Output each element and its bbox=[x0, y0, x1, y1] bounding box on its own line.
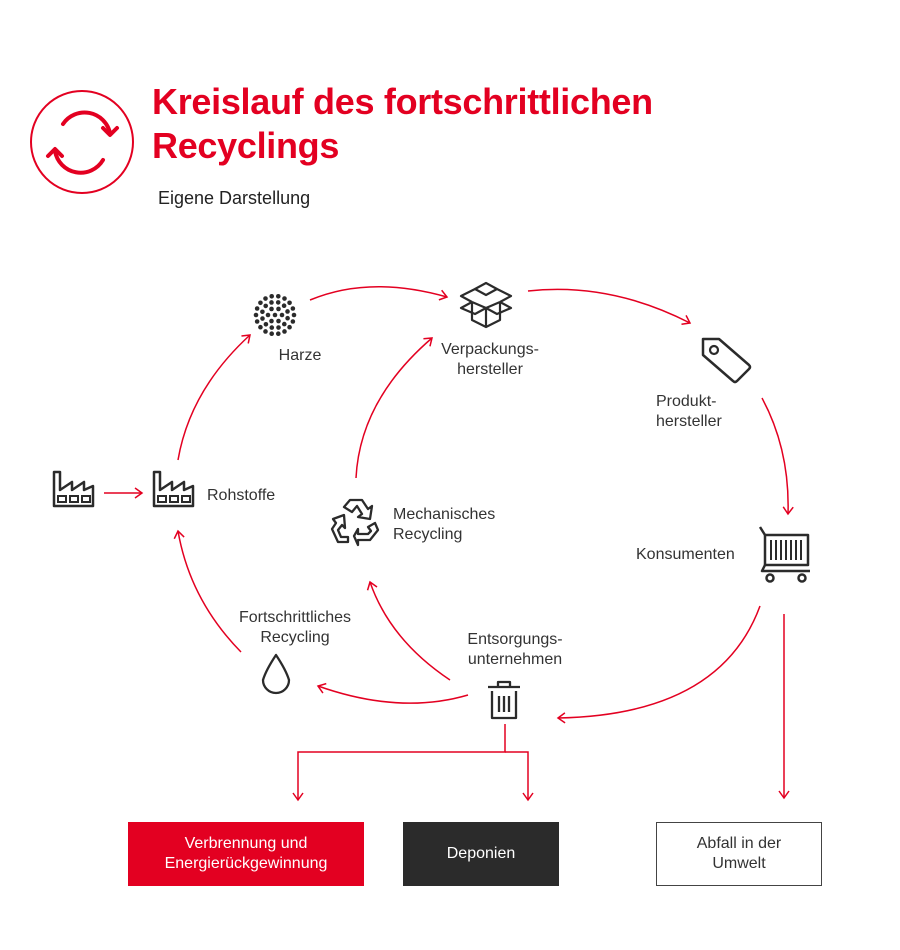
node-label-rohstoffe: Rohstoffe bbox=[207, 487, 276, 504]
arrow-entsorgung-to-fortschrittlich bbox=[316, 682, 469, 704]
resin-dot bbox=[258, 324, 263, 330]
arrow-konsumenten-to-entsorgung bbox=[556, 605, 761, 724]
arrow-entsorgung-to-outcomes bbox=[292, 724, 506, 802]
cycle-arrows-icon bbox=[30, 90, 134, 194]
resin-dot bbox=[291, 312, 297, 318]
resin-dot bbox=[260, 309, 265, 315]
title-line-2: Recyclings bbox=[152, 125, 340, 166]
arrow-produkt-to-konsumenten bbox=[761, 397, 794, 516]
factory-icon bbox=[152, 470, 195, 508]
page-title: Kreislauf des fortschrittlichen Recyclin… bbox=[152, 80, 653, 168]
resin-dot bbox=[282, 321, 287, 327]
open-box-icon bbox=[459, 281, 513, 329]
outcome-incineration: Verbrennung und Energierückgewinnung bbox=[128, 822, 364, 886]
resin-dot bbox=[263, 296, 268, 301]
resin-dot bbox=[272, 312, 278, 318]
factory-icon bbox=[52, 470, 95, 508]
resin-dot bbox=[263, 322, 269, 327]
outcome-environment-waste: Abfall in der Umwelt bbox=[656, 822, 822, 886]
resin-dot bbox=[275, 300, 281, 305]
resin-dot bbox=[279, 312, 285, 318]
resin-dot bbox=[281, 303, 287, 308]
resin-dot bbox=[254, 319, 260, 324]
arrow-fortschrittlich-to-rohstoffe bbox=[173, 529, 242, 653]
price-tag-icon bbox=[701, 337, 752, 384]
resin-dot bbox=[285, 315, 290, 321]
resin-dot bbox=[290, 306, 296, 311]
resin-dot bbox=[282, 329, 287, 334]
resin-dot bbox=[260, 316, 265, 321]
trash-bin-icon bbox=[488, 680, 520, 720]
resin-dots-icon bbox=[253, 293, 297, 337]
outcome-landfill: Deponien bbox=[403, 822, 559, 886]
resin-dot bbox=[276, 306, 281, 312]
resin-dot bbox=[282, 296, 287, 301]
resin-dot bbox=[287, 324, 292, 330]
resin-dot bbox=[263, 329, 268, 334]
node-label-entsorgung: Entsorgungs- unternehmen bbox=[467, 631, 563, 668]
subtitle: Eigene Darstellung bbox=[158, 188, 311, 208]
resin-dot bbox=[269, 293, 275, 299]
resin-dot bbox=[253, 312, 259, 318]
node-label-harze: Harze bbox=[278, 347, 322, 364]
resin-dot bbox=[269, 300, 274, 305]
droplet-icon bbox=[261, 653, 291, 695]
resin-dot bbox=[287, 300, 292, 306]
arrow-verpackung-to-produkt bbox=[527, 288, 692, 326]
resin-dot bbox=[275, 293, 281, 299]
resin-dot bbox=[276, 325, 281, 330]
resin-dot bbox=[269, 306, 274, 312]
node-label-konsumenten: Konsumenten bbox=[636, 546, 735, 563]
resin-dot bbox=[265, 312, 271, 318]
node-label-mechanisch: Mechanisches Recycling bbox=[393, 506, 496, 543]
resin-dot bbox=[275, 331, 281, 337]
arrow-entsorgung-to-deponien bbox=[505, 751, 534, 802]
node-label-produkt: Produkt- hersteller bbox=[656, 393, 722, 430]
resin-dot bbox=[269, 331, 275, 337]
node-label-fortschrittlich: Fortschrittliches Recycling bbox=[238, 609, 352, 646]
recycle-icon bbox=[330, 498, 380, 547]
resin-dot bbox=[269, 325, 275, 330]
resin-dot bbox=[285, 309, 290, 314]
resin-dot bbox=[258, 300, 263, 306]
arrow-harze-to-verpackung bbox=[309, 286, 449, 301]
arrow-mechanisch-to-verpackung bbox=[355, 337, 433, 479]
resin-dot bbox=[254, 306, 260, 311]
title-line-1: Kreislauf des fortschrittlichen bbox=[152, 81, 653, 122]
resin-dot bbox=[269, 318, 274, 324]
resin-dot bbox=[263, 303, 268, 309]
node-label-verpackung: Verpackungs- hersteller bbox=[441, 341, 539, 378]
resin-dot bbox=[276, 318, 281, 324]
shopping-cart-icon bbox=[758, 526, 810, 583]
resin-dot bbox=[290, 319, 296, 324]
arrow-rohstoffe-to-harze bbox=[177, 334, 251, 461]
arrow-entsorgung-to-mechanisch bbox=[366, 580, 451, 681]
